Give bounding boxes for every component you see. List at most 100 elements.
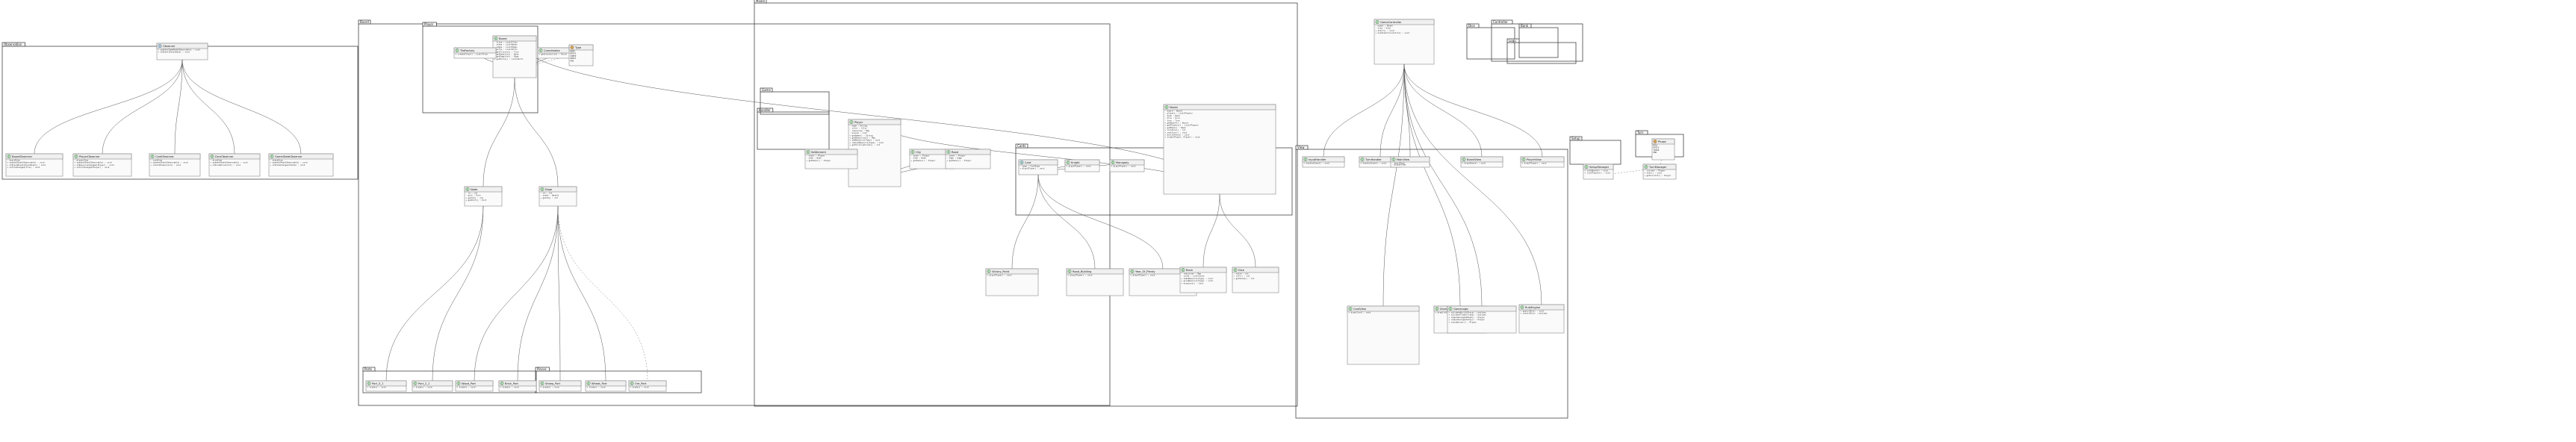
class-name: MainView	[1397, 158, 1409, 161]
class-member: - owner : Player	[807, 155, 825, 158]
class-member: - board : Board	[1165, 110, 1183, 113]
class-member: WOOD	[571, 50, 576, 53]
class-name: Road_Building	[1073, 270, 1091, 273]
class-kind-letter: C	[467, 188, 468, 191]
class-kind-letter: C	[988, 270, 990, 273]
class-kind-badge-icon	[1435, 307, 1439, 311]
package-layer: ObservationBoardPortsPlayerPiecesModelHa…	[1, 0, 1684, 419]
class-member: - ports : List<Port>	[494, 48, 518, 51]
class-header	[945, 149, 991, 155]
class-member: + draw(Player) : void	[1522, 162, 1547, 165]
edge-gamecontroller-playerview	[1403, 63, 1543, 158]
class-header	[268, 153, 334, 160]
class-member: + onEvent(EventData) : void	[158, 51, 190, 54]
package-title: Setup	[1571, 137, 1580, 140]
package-tab	[1015, 143, 1028, 149]
class-kind-letter: C	[1393, 158, 1394, 161]
class-header	[149, 153, 201, 160]
class-member: + getBank() : Bank	[1165, 126, 1187, 129]
class-name: CardObserver	[155, 155, 174, 158]
class-kind-badge-icon	[1360, 157, 1365, 161]
class-name: Edge	[545, 188, 553, 191]
package-title: Pieces	[537, 367, 547, 371]
class-member: - edge : Edge	[947, 157, 963, 160]
edge-gamecontroller-boardview	[1403, 63, 1483, 158]
class-member: + getId() : int	[466, 196, 484, 199]
package-model: Model	[754, 0, 1298, 407]
class-member: + onDiceRolled(int) : void	[211, 164, 241, 166]
class-member: - dice : Dice	[1165, 116, 1181, 119]
class-kind-badge-icon	[1448, 307, 1453, 311]
class-kind-badge-icon	[630, 382, 634, 386]
class-member: + rollDice() : int	[1165, 128, 1187, 131]
class-kind-badge-icon	[456, 382, 461, 386]
package-dice: Dice	[1466, 23, 1515, 60]
class-kind-letter: C	[541, 382, 543, 385]
class-member: + update(ModelObservable) : void	[151, 161, 188, 164]
class-name: Ore_Port	[635, 382, 647, 385]
class-member: + getPlayers() : List<Player>	[1165, 124, 1199, 127]
class-member: + getCoords(int) : Point	[539, 53, 568, 56]
class-kind-badge-icon	[1584, 164, 1589, 169]
class-member: + onTurnChanged(Player) : void	[75, 166, 110, 169]
edge-gamecontroller-diceview	[1403, 63, 1461, 307]
package-tab	[422, 22, 437, 27]
class-member: + getName() : String	[850, 134, 874, 137]
package-frame	[754, 2, 1298, 407]
package-tab	[1635, 130, 1648, 135]
class-member: + play(Player) : void	[1067, 165, 1091, 168]
class-name: Settlement	[811, 151, 827, 154]
class-kind-badge-icon	[7, 154, 11, 158]
class-name: Observer	[163, 45, 176, 48]
package-player: Player	[422, 22, 539, 113]
package-game: Game	[760, 87, 830, 115]
class-header	[1642, 164, 1677, 170]
class-member: - boardView	[1392, 162, 1406, 165]
package-frame	[358, 23, 1111, 406]
package-title: Logic	[1509, 39, 1516, 43]
class-kind-letter: C	[807, 151, 809, 154]
class-member: + onTileChanged(Tile) : void	[7, 166, 40, 169]
